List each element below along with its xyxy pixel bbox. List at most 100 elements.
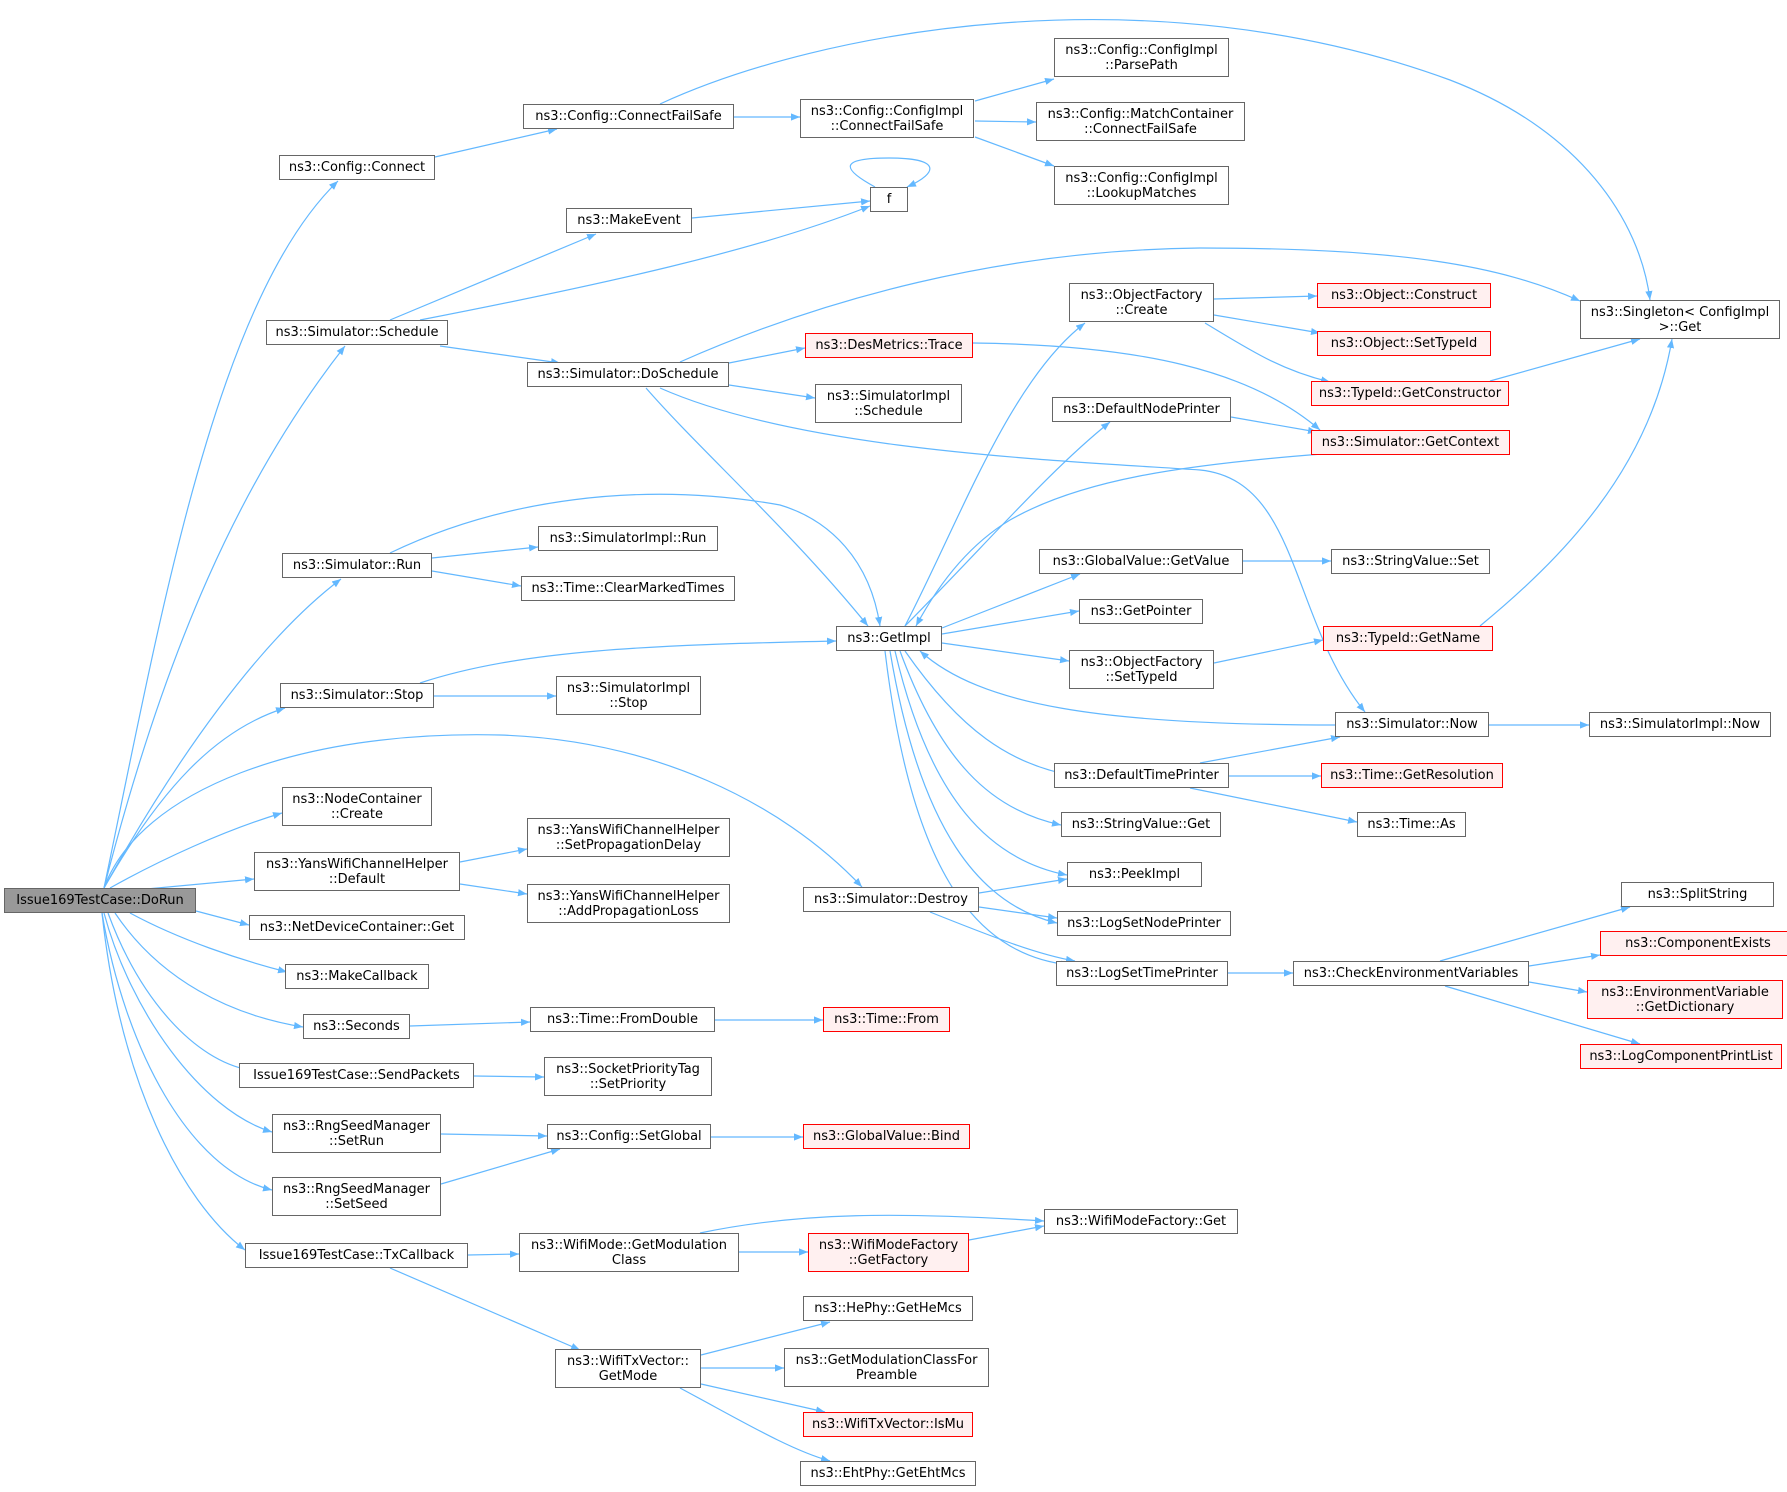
node-wifitxvector-getmode[interactable]: ns3::WifiTxVector::GetMode bbox=[555, 1349, 701, 1388]
node-label-line: ::Stop bbox=[609, 695, 648, 711]
node-label-line: ns3::RngSeedManager bbox=[282, 1118, 431, 1134]
node-objectfactory-settypeid[interactable]: ns3::ObjectFactory::SetTypeId bbox=[1069, 650, 1214, 689]
node-time-from[interactable]: ns3::Time::From bbox=[823, 1007, 950, 1032]
node-config-connectfailsafe[interactable]: ns3::Config::ConnectFailSafe bbox=[523, 104, 734, 129]
node-componentexists[interactable]: ns3::ComponentExists bbox=[1600, 931, 1787, 956]
node-getpointer[interactable]: ns3::GetPointer bbox=[1079, 599, 1203, 624]
edge-dorun-schedule bbox=[103, 345, 346, 889]
node-typeid-getconstructor[interactable]: ns3::TypeId::GetConstructor bbox=[1311, 381, 1509, 406]
node-simulatorimpl-now[interactable]: ns3::SimulatorImpl::Now bbox=[1589, 712, 1771, 737]
node-time-fromdouble[interactable]: ns3::Time::FromDouble bbox=[530, 1007, 715, 1032]
node-hephy-gethemcs[interactable]: ns3::HePhy::GetHeMcs bbox=[803, 1296, 973, 1321]
node-makecallback[interactable]: ns3::MakeCallback bbox=[285, 964, 429, 989]
node-defaultnodeprinter[interactable]: ns3::DefaultNodePrinter bbox=[1052, 397, 1231, 422]
node-issue169-sendpackets[interactable]: Issue169TestCase::SendPackets bbox=[239, 1063, 474, 1088]
node-issue169-dorun[interactable]: Issue169TestCase::DoRun bbox=[4, 888, 196, 913]
node-label-line: ::AddPropagationLoss bbox=[558, 903, 699, 919]
node-label-line: ns3::RngSeedManager bbox=[282, 1181, 431, 1197]
node-simulator-stop[interactable]: ns3::Simulator::Stop bbox=[280, 683, 434, 708]
node-configimpl-lookupmatches[interactable]: ns3::Config::ConfigImpl::LookupMatches bbox=[1054, 166, 1229, 205]
node-label-line: ns3::Singleton< ConfigImpl bbox=[1590, 304, 1770, 320]
node-simulator-schedule[interactable]: ns3::Simulator::Schedule bbox=[266, 320, 448, 345]
edge-getimpl-getpointer bbox=[941, 608, 1080, 635]
node-simulator-getcontext[interactable]: ns3::Simulator::GetContext bbox=[1311, 430, 1510, 455]
node-label-line: ns3::EhtPhy::GetEhtMcs bbox=[810, 1466, 966, 1481]
node-simulator-now[interactable]: ns3::Simulator::Now bbox=[1335, 712, 1489, 737]
node-yanswifichannelhelper-addpropagationloss[interactable]: ns3::YansWifiChannelHelper::AddPropagati… bbox=[527, 884, 730, 923]
node-nodecontainer-create[interactable]: ns3::NodeContainer::Create bbox=[282, 787, 432, 826]
node-label-line: ns3::Simulator::Stop bbox=[290, 688, 424, 703]
node-netdevicecontainer-get[interactable]: ns3::NetDeviceContainer::Get bbox=[249, 915, 465, 940]
node-checkenvironmentvariables[interactable]: ns3::CheckEnvironmentVariables bbox=[1293, 961, 1529, 986]
node-simulatorimpl-stop[interactable]: ns3::SimulatorImpl::Stop bbox=[556, 676, 701, 715]
edge-dorun-stop bbox=[103, 707, 286, 889]
node-stringvalue-get[interactable]: ns3::StringValue::Get bbox=[1061, 812, 1221, 837]
node-label-line: ns3::PeekImpl bbox=[1088, 867, 1181, 882]
node-label-line: ns3::DefaultTimePrinter bbox=[1064, 768, 1219, 783]
node-wifimodefactory-get[interactable]: ns3::WifiModeFactory::Get bbox=[1044, 1209, 1238, 1234]
node-simulator-destroy[interactable]: ns3::Simulator::Destroy bbox=[803, 887, 979, 912]
edge-defnodeprinter-getcontext bbox=[1230, 416, 1318, 435]
node-socketprioritytag-setpriority[interactable]: ns3::SocketPriorityTag::SetPriority bbox=[544, 1057, 712, 1096]
edge-stop-getimpl bbox=[419, 637, 837, 684]
node-globalvalue-getvalue[interactable]: ns3::GlobalValue::GetValue bbox=[1039, 549, 1243, 574]
node-splitstring[interactable]: ns3::SplitString bbox=[1621, 882, 1774, 907]
node-typeid-getname[interactable]: ns3::TypeId::GetName bbox=[1323, 626, 1493, 651]
node-defaulttimeprinter[interactable]: ns3::DefaultTimePrinter bbox=[1054, 763, 1229, 788]
node-ehtphy-getehtmcs[interactable]: ns3::EhtPhy::GetEhtMcs bbox=[800, 1461, 976, 1486]
node-simulatorimpl-run[interactable]: ns3::SimulatorImpl::Run bbox=[538, 526, 718, 551]
node-logsetnodeprinter[interactable]: ns3::LogSetNodePrinter bbox=[1057, 911, 1231, 936]
edge-dorun-destroy bbox=[103, 734, 863, 889]
node-label-line: ::SetTypeId bbox=[1105, 669, 1178, 685]
node-simulatorimpl-schedule[interactable]: ns3::SimulatorImpl::Schedule bbox=[815, 384, 962, 423]
node-rngseedmanager-setrun[interactable]: ns3::RngSeedManager::SetRun bbox=[272, 1114, 441, 1153]
node-label-line: ns3::Simulator::Now bbox=[1346, 717, 1478, 732]
edge-getimpl-objsettypeid bbox=[941, 642, 1070, 664]
node-label-line: ::GetDictionary bbox=[1635, 999, 1735, 1015]
node-logcomponentprintlist[interactable]: ns3::LogComponentPrintList bbox=[1580, 1044, 1782, 1069]
node-time-as[interactable]: ns3::Time::As bbox=[1357, 812, 1466, 837]
node-singleton-configimpl-get[interactable]: ns3::Singleton< ConfigImpl>::Get bbox=[1580, 300, 1780, 339]
node-seconds[interactable]: ns3::Seconds bbox=[303, 1014, 410, 1039]
node-time-getresolution[interactable]: ns3::Time::GetResolution bbox=[1321, 763, 1503, 788]
node-environmentvariable-getdictionary[interactable]: ns3::EnvironmentVariable::GetDictionary bbox=[1587, 980, 1783, 1019]
node-logsettimeprinter[interactable]: ns3::LogSetTimePrinter bbox=[1056, 961, 1228, 986]
node-configimpl-parsepath[interactable]: ns3::Config::ConfigImpl::ParsePath bbox=[1054, 38, 1229, 77]
node-yanswifichannelhelper-setpropagationdelay[interactable]: ns3::YansWifiChannelHelper::SetPropagati… bbox=[527, 818, 730, 857]
node-peekimpl[interactable]: ns3::PeekImpl bbox=[1067, 862, 1202, 887]
edge-cfs-singleton bbox=[659, 19, 1653, 301]
node-object-construct[interactable]: ns3::Object::Construct bbox=[1317, 283, 1491, 308]
edge-checkenv-splitstring bbox=[1439, 905, 1631, 962]
node-simulator-run[interactable]: ns3::Simulator::Run bbox=[282, 553, 432, 578]
node-wifitxvector-ismu[interactable]: ns3::WifiTxVector::IsMu bbox=[803, 1412, 973, 1437]
node-matchcontainer-connectfailsafe[interactable]: ns3::Config::MatchContainer::ConnectFail… bbox=[1036, 102, 1245, 141]
node-stringvalue-set[interactable]: ns3::StringValue::Set bbox=[1331, 549, 1490, 574]
edge-now-getimpl bbox=[919, 650, 1336, 726]
node-label-line: ns3::MakeCallback bbox=[296, 969, 418, 984]
node-desmetrics-trace[interactable]: ns3::DesMetrics::Trace bbox=[805, 333, 973, 358]
edge-getimpl-lognodeprinter bbox=[889, 650, 1058, 925]
edge-dorun-makecallback bbox=[129, 912, 288, 974]
node-label-line: ns3::TypeId::GetName bbox=[1335, 631, 1481, 646]
edge-objcreate-construct bbox=[1213, 292, 1318, 300]
node-getimpl[interactable]: ns3::GetImpl bbox=[836, 626, 942, 651]
node-wifimodefactory-getfactory[interactable]: ns3::WifiModeFactory::GetFactory bbox=[808, 1233, 969, 1272]
node-rngseedmanager-setseed[interactable]: ns3::RngSeedManager::SetSeed bbox=[272, 1177, 441, 1216]
node-objectfactory-create[interactable]: ns3::ObjectFactory::Create bbox=[1069, 283, 1214, 322]
node-time-clearmarkedtimes[interactable]: ns3::Time::ClearMarkedTimes bbox=[521, 576, 735, 601]
node-makeevent[interactable]: ns3::MakeEvent bbox=[566, 208, 692, 233]
node-simulator-doschedule[interactable]: ns3::Simulator::DoSchedule bbox=[527, 362, 729, 387]
node-label-line: ns3::Object::SetTypeId bbox=[1330, 336, 1478, 351]
node-f[interactable]: f bbox=[870, 187, 908, 212]
node-config-connect[interactable]: ns3::Config::Connect bbox=[279, 155, 435, 180]
node-config-setglobal[interactable]: ns3::Config::SetGlobal bbox=[547, 1124, 711, 1149]
node-globalvalue-bind[interactable]: ns3::GlobalValue::Bind bbox=[803, 1124, 970, 1149]
node-issue169-txcallback[interactable]: Issue169TestCase::TxCallback bbox=[245, 1243, 468, 1268]
node-label-line: ns3::GetImpl bbox=[847, 631, 931, 646]
node-object-settypeid[interactable]: ns3::Object::SetTypeId bbox=[1317, 331, 1491, 356]
node-yanswifichannelhelper-default[interactable]: ns3::YansWifiChannelHelper::Default bbox=[254, 852, 460, 891]
node-configimpl-connectfailsafe[interactable]: ns3::Config::ConfigImpl::ConnectFailSafe bbox=[800, 99, 974, 138]
node-label-line: ns3::GlobalValue::Bind bbox=[813, 1129, 960, 1144]
